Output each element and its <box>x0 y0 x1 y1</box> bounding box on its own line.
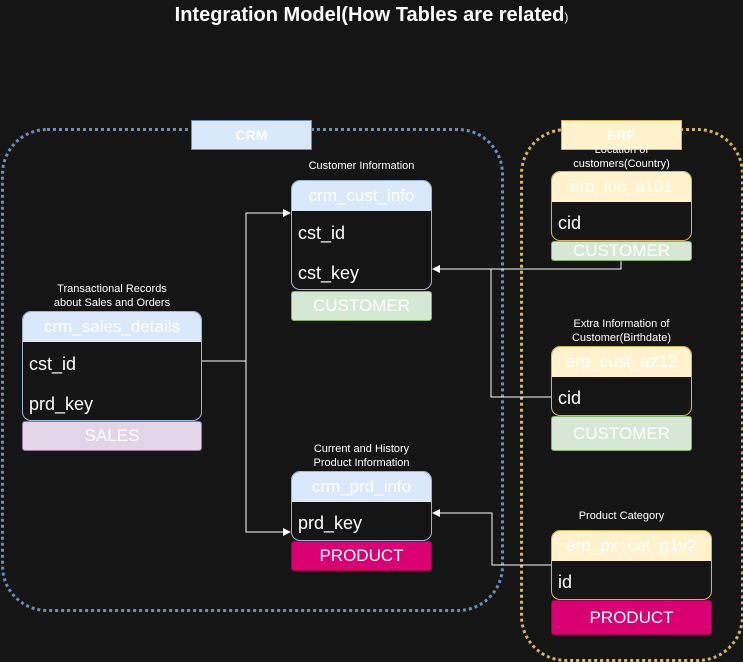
caption-transactional-records: Transactional Records about Sales and Or… <box>53 283 171 309</box>
table-crm-prd-info[interactable]: crm_prd_info prd_key <box>291 471 432 541</box>
connector-sales-to-prd-info <box>245 361 291 536</box>
tag-customer: CUSTOMER <box>291 291 432 321</box>
caption-product-category: Product Category <box>578 510 665 522</box>
tag-customer: CUSTOMER <box>551 416 692 451</box>
field-cst-key: cst_key <box>298 263 360 283</box>
table-erp-cust-az12[interactable]: erp_cust_az12 cid <box>551 346 692 416</box>
tag-customer: CUSTOMER <box>551 241 692 261</box>
table-crm-cust-info[interactable]: crm_cust_info cst_id cst_key <box>291 180 432 290</box>
field-cid: cid <box>558 213 582 233</box>
tag-sales: SALES <box>22 421 202 451</box>
tag-product: PRODUCT <box>551 600 712 635</box>
caption-location-of-customers: Location of customers(Country) <box>573 144 670 170</box>
table-erp-px-cat-g1v2[interactable]: erp_px_cat_g1v2 id <box>551 530 712 600</box>
table-header: erp_loc_a101 <box>552 172 691 202</box>
field-cst-id: cst_id <box>298 223 346 243</box>
caption-product-information: Current and History Product Information <box>313 443 410 469</box>
erp-group-label: ERP <box>561 120 682 150</box>
connector-sales-to-cust-info <box>202 209 291 362</box>
table-header: erp_px_cat_g1v2 <box>552 531 711 561</box>
connector-cust-az12-to-cust-key <box>490 269 551 398</box>
table-header: crm_sales_details <box>23 312 201 342</box>
caption-customer-information: Customer Information <box>308 160 415 172</box>
crm-group-label: CRM <box>191 120 312 150</box>
field-prd-key: prd_key <box>298 513 363 533</box>
table-header: erp_cust_az12 <box>552 347 691 377</box>
field-prd-key: prd_key <box>29 394 94 414</box>
table-crm-sales-details[interactable]: crm_sales_details cst_id prd_key <box>22 311 202 421</box>
connector-loc-to-cust-key <box>432 260 622 273</box>
tag-product: PRODUCT <box>291 541 432 571</box>
diagram-title: Integration Model(How Tables are related… <box>0 4 743 27</box>
table-header: crm_cust_info <box>292 181 431 211</box>
title-paren: ) <box>564 10 569 24</box>
table-erp-loc-a101[interactable]: erp_loc_a101 cid <box>551 171 692 241</box>
caption-extra-information: Extra Information of Customer(Birthdate) <box>571 318 672 344</box>
field-cst-id: cst_id <box>29 354 77 374</box>
field-id: id <box>558 572 573 592</box>
table-header: crm_prd_info <box>292 472 431 502</box>
field-cid: cid <box>558 388 582 408</box>
connector-px-cat-to-prd-info <box>432 509 551 566</box>
title-text: Integration Model(How Tables are related <box>174 4 565 26</box>
